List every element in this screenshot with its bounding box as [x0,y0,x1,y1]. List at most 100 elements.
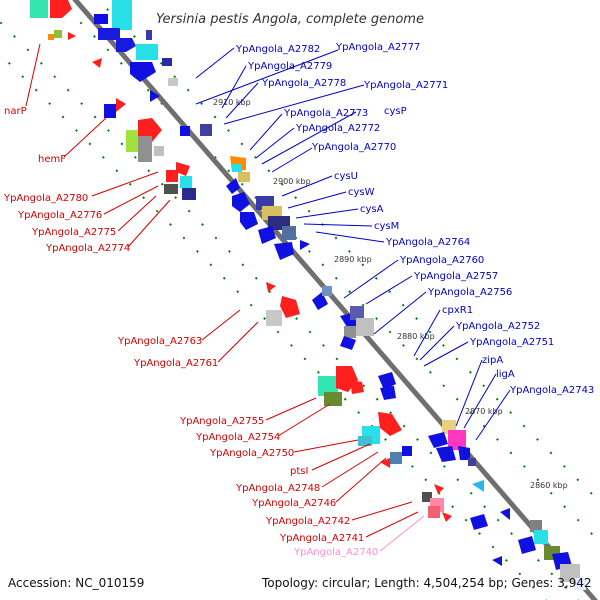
gene-label-ypangola-a2776[interactable]: YpAngola_A2776 [17,210,102,221]
gene-block [380,458,390,468]
gene-block [300,240,310,250]
gene-label-ypangola-a2750[interactable]: YpAngola_A2750 [209,448,294,459]
gene-block [380,386,396,400]
gene-label-ypangola-a2775[interactable]: YpAngola_A2775 [31,227,116,238]
gene-label-cysm[interactable]: cysM [374,221,399,232]
gene-block [340,336,356,350]
gene-block [350,306,364,320]
gene-block [146,30,152,40]
gene-block [150,90,160,102]
gene-label-zipa[interactable]: zipA [482,355,503,366]
gene-block [390,452,402,464]
gene-block [30,0,48,18]
gene-block [166,170,178,182]
gene-block [344,326,356,338]
gene-label-ypangola-a2782[interactable]: YpAngola_A2782 [235,44,320,55]
gene-block [98,28,120,40]
gene-block [422,492,432,502]
gene-block [428,506,440,518]
gene-block [428,432,448,448]
gene-label-ypangola-a2754[interactable]: YpAngola_A2754 [195,432,280,443]
gene-block [116,38,136,52]
kbp-tick-2910: 2910 kbp [213,98,251,107]
gene-block [492,556,502,566]
gene-label-cpxr1[interactable]: cpxR1 [442,305,473,316]
gene-block [322,286,332,296]
gene-label-narp[interactable]: narP [4,106,27,117]
gene-label-cysw[interactable]: cysW [348,187,375,198]
gene-label-ypangola-a2742[interactable]: YpAngola_A2742 [265,516,350,527]
gene-block [378,372,396,390]
gene-block [436,446,456,462]
gene-block [574,578,586,590]
gene-label-ypangola-a2740[interactable]: YpAngola_A2740 [293,547,378,558]
gene-label-ypangola-a2773[interactable]: YpAngola_A2773 [283,108,368,119]
gene-label-ypangola-a2751[interactable]: YpAngola_A2751 [469,337,554,348]
left-leader-lines [25,43,419,538]
gene-block [468,458,476,466]
gene-block [402,446,412,456]
gene-block [182,188,196,200]
gene-label-ypangola-a2770[interactable]: YpAngola_A2770 [311,142,396,153]
gene-block [112,0,132,30]
gene-label-ypangola-a2761[interactable]: YpAngola_A2761 [133,358,218,369]
gene-block [50,0,72,18]
gene-block [324,392,342,406]
gene-block [282,226,296,240]
gene-label-ypangola-a2746[interactable]: YpAngola_A2746 [251,498,336,509]
right-leader-lines [195,47,511,441]
gene-block [358,436,372,446]
gene-block [130,62,156,82]
gene-label-ypangola-a2777[interactable]: YpAngola_A2777 [335,42,420,53]
gene-label-ypangola-a2778[interactable]: YpAngola_A2778 [261,78,346,89]
gene-label-ypangola-a2760[interactable]: YpAngola_A2760 [399,255,484,266]
gene-block [54,30,62,38]
gene-block [94,14,108,24]
gene-label-ypangola-a2752[interactable]: YpAngola_A2752 [455,321,540,332]
gene-label-ypangola-a2755[interactable]: YpAngola_A2755 [179,416,264,427]
gene-label-ptsi[interactable]: ptsI [290,466,308,477]
gene-block [136,44,158,60]
gene-block [104,104,116,118]
kbp-tick-2900: 2900 kbp [273,177,311,186]
gene-label-ypangola-a2756[interactable]: YpAngola_A2756 [427,287,512,298]
gene-label-ypangola-a2743[interactable]: YpAngola_A2743 [509,385,594,396]
gene-block [560,564,580,582]
gene-block [232,192,250,212]
kbp-tick-2880: 2880 kbp [397,332,435,341]
gene-block [312,292,328,310]
gene-label-ypangola-a2771[interactable]: YpAngola_A2771 [363,80,448,91]
gene-label-cysu[interactable]: cysU [334,171,358,182]
gene-block [232,164,242,172]
gene-label-ypangola-a2748[interactable]: YpAngola_A2748 [235,483,320,494]
dotted-track-inner-left [0,20,580,600]
gene-block [116,98,126,112]
pink-leader-line [379,515,425,552]
gene-label-ypangola-a2779[interactable]: YpAngola_A2779 [247,61,332,72]
gene-label-hemf[interactable]: hemF [38,154,66,165]
dotted-track-outer-right [96,0,600,504]
gene-block [442,512,452,522]
gene-block [154,146,164,156]
gene-label-ypangola-a2763[interactable]: YpAngola_A2763 [117,336,202,347]
gene-label-ypangola-a2774[interactable]: YpAngola_A2774 [45,243,130,254]
gene-block [274,242,294,260]
gene-block [470,514,488,530]
gene-block [126,130,138,152]
gene-label-ypangola-a2780[interactable]: YpAngola_A2780 [3,193,88,204]
gene-features [30,0,586,590]
gene-label-liga[interactable]: ligA [496,369,515,380]
gene-block [356,318,374,336]
gene-block [138,136,152,162]
gene-label-cysa[interactable]: cysA [360,204,384,215]
gene-label-ypangola-a2772[interactable]: YpAngola_A2772 [295,123,380,134]
gene-label-ypangola-a2764[interactable]: YpAngola_A2764 [385,237,470,248]
gene-block [180,126,190,136]
gene-label-cysp[interactable]: cysP [384,106,407,117]
gene-label-ypangola-a2757[interactable]: YpAngola_A2757 [413,271,498,282]
gene-label-ypangola-a2741[interactable]: YpAngola_A2741 [279,533,364,544]
dotted-track-inner-right [56,0,600,544]
genome-backbone [72,0,598,600]
gene-block [472,480,484,492]
